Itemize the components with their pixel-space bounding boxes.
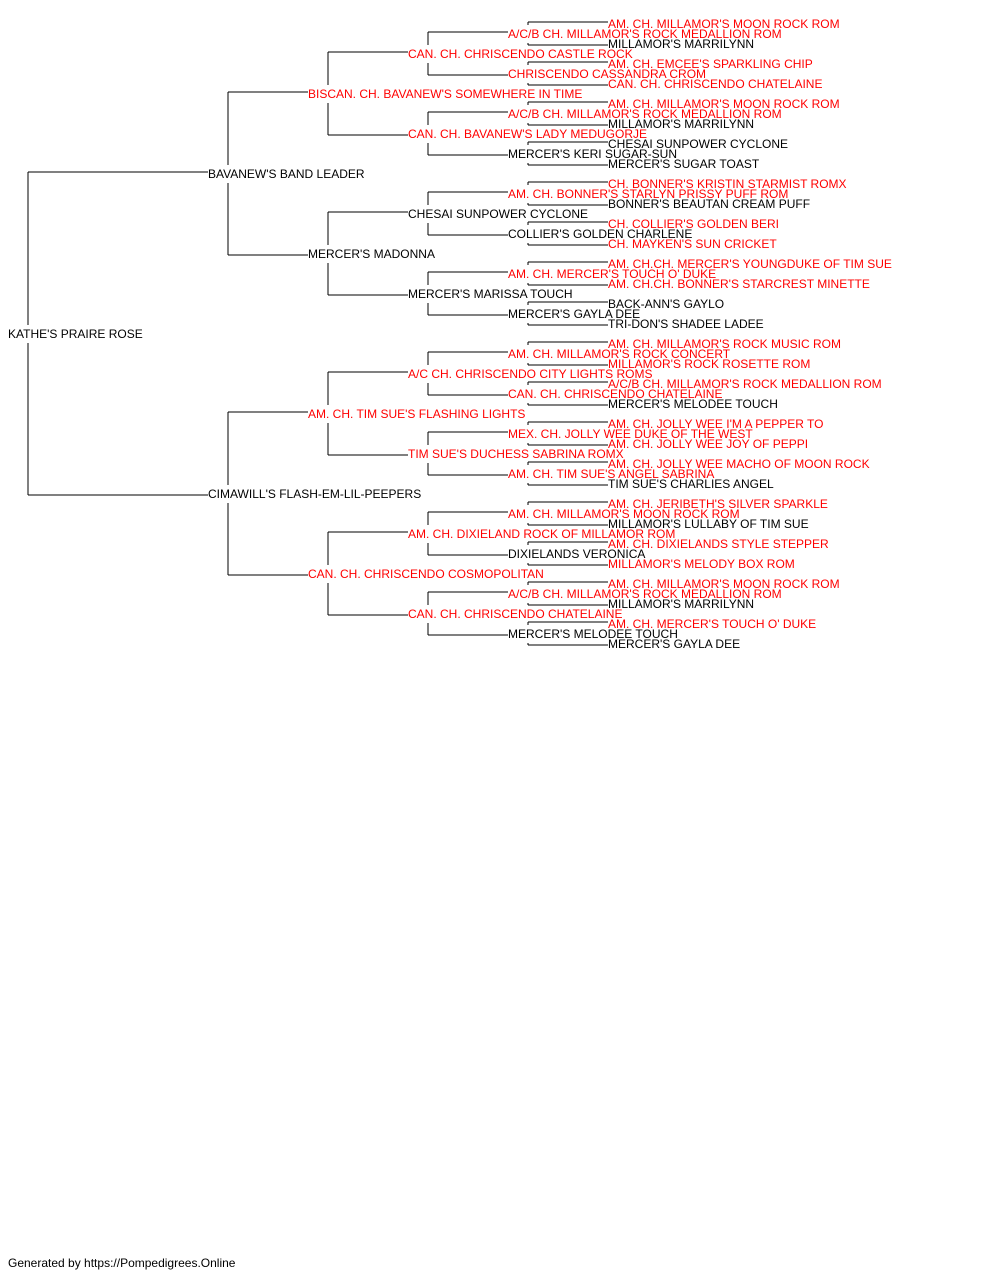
gen5-ancestor-5-name: AM. CH. MILLAMOR'S MOON ROCK ROM	[608, 97, 840, 111]
gen4-ancestor-15-name: A/C/B CH. MILLAMOR'S ROCK MEDALLION ROM	[508, 587, 782, 601]
gen5-ancestor-8-name: MERCER'S SUGAR TOAST	[608, 157, 760, 171]
gen5-ancestor-11-name: CH. COLLIER'S GOLDEN BERI	[608, 217, 779, 231]
gen4-ancestor-8-name: MERCER'S GAYLA DEE	[508, 307, 640, 321]
gen5-ancestor-13-name: AM. CH.CH. MERCER'S YOUNGDUKE OF TIM SUE	[608, 257, 892, 271]
dam-name: CIMAWILL'S FLASH-EM-LIL-PEEPERS	[208, 487, 421, 501]
gen5-ancestor-25-name: AM. CH. JERIBETH'S SILVER SPARKLE	[608, 497, 828, 511]
gen4-ancestor-9-name: AM. CH. MILLAMOR'S ROCK CONCERT	[508, 347, 731, 361]
gen5-ancestor-16-name: TRI-DON'S SHADEE LADEE	[608, 317, 764, 331]
great-grandparent-8-name: CAN. CH. CHRISCENDO CHATELAINE	[408, 607, 622, 621]
pedigree-labels: KATHE'S PRAIRE ROSE BAVANEW'S BAND LEADER…	[8, 17, 892, 651]
subject-name: KATHE'S PRAIRE ROSE	[8, 327, 143, 341]
gen4-ancestor-10-name: CAN. CH. CHRISCENDO CHATELAINE	[508, 387, 722, 401]
grandparent-3-name: AM. CH. TIM SUE'S FLASHING LIGHTS	[308, 407, 525, 421]
footer-credit: Generated by https://Pompedigrees.Online	[8, 1256, 236, 1270]
sire-name: BAVANEW'S BAND LEADER	[208, 167, 365, 181]
great-grandparent-4-name: MERCER'S MARISSA TOUCH	[408, 287, 573, 301]
gen5-ancestor-20-name: MERCER'S MELODEE TOUCH	[608, 397, 778, 411]
gen5-ancestor-6-name: MILLAMOR'S MARRILYNN	[608, 117, 754, 131]
great-grandparent-7-name: AM. CH. DIXIELAND ROCK OF MILLAMOR ROM	[408, 527, 675, 541]
gen4-ancestor-1-name: A/C/B CH. MILLAMOR'S ROCK MEDALLION ROM	[508, 27, 782, 41]
gen5-ancestor-21-name: AM. CH. JOLLY WEE I'M A PEPPER TO	[608, 417, 823, 431]
gen5-ancestor-15-name: BACK-ANN'S GAYLO	[608, 297, 724, 311]
gen5-ancestor-30-name: MILLAMOR'S MARRILYNN	[608, 597, 754, 611]
gen5-ancestor-9-name: CH. BONNER'S KRISTIN STARMIST ROMX	[608, 177, 847, 191]
gen4-ancestor-3-name: A/C/B CH. MILLAMOR'S ROCK MEDALLION ROM	[508, 107, 782, 121]
gen4-ancestor-12-name: AM. CH. TIM SUE'S ANGEL SABRINA	[508, 467, 714, 481]
gen4-ancestor-14-name: DIXIELANDS VERONICA	[508, 547, 645, 561]
gen5-ancestor-3-name: AM. CH. EMCEE'S SPARKLING CHIP	[608, 57, 813, 71]
gen4-ancestor-4-name: MERCER'S KERI SUGAR-SUN	[508, 147, 677, 161]
gen5-ancestor-26-name: MILLAMOR'S LULLABY OF TIM SUE	[608, 517, 809, 531]
gen4-ancestor-13-name: AM. CH. MILLAMOR'S MOON ROCK ROM	[508, 507, 740, 521]
gen4-ancestor-2-name: CHRISCENDO CASSANDRA CROM	[508, 67, 706, 81]
gen5-ancestor-4-name: CAN. CH. CHRISCENDO CHATELAINE	[608, 77, 822, 91]
grandparent-2-name: MERCER'S MADONNA	[308, 247, 435, 261]
gen5-ancestor-12-name: CH. MAYKEN'S SUN CRICKET	[608, 237, 777, 251]
gen5-ancestor-10-name: BONNER'S BEAUTAN CREAM PUFF	[608, 197, 810, 211]
gen5-ancestor-1-name: AM. CH. MILLAMOR'S MOON ROCK ROM	[608, 17, 840, 31]
gen5-ancestor-23-name: AM. CH. JOLLY WEE MACHO OF MOON ROCK	[608, 457, 870, 471]
gen5-ancestor-19-name: A/C/B CH. MILLAMOR'S ROCK MEDALLION ROM	[608, 377, 882, 391]
gen4-ancestor-5-name: AM. CH. BONNER'S STARLYN PRISSY PUFF ROM	[508, 187, 788, 201]
gen4-ancestor-11-name: MEX. CH. JOLLY WEE DUKE OF THE WEST	[508, 427, 753, 441]
grandparent-1-name: BISCAN. CH. BAVANEW'S SOMEWHERE IN TIME	[308, 87, 582, 101]
gen5-ancestor-14-name: AM. CH.CH. BONNER'S STARCREST MINETTE	[608, 277, 870, 291]
great-grandparent-3-name: CHESAI SUNPOWER CYCLONE	[408, 207, 588, 221]
gen5-ancestor-32-name: MERCER'S GAYLA DEE	[608, 637, 740, 651]
gen4-ancestor-16-name: MERCER'S MELODEE TOUCH	[508, 627, 678, 641]
gen5-ancestor-28-name: MILLAMOR'S MELODY BOX ROM	[608, 557, 795, 571]
gen5-ancestor-24-name: TIM SUE'S CHARLIES ANGEL	[608, 477, 774, 491]
gen5-ancestor-18-name: MILLAMOR'S ROCK ROSETTE ROM	[608, 357, 810, 371]
gen4-ancestor-6-name: COLLIER'S GOLDEN CHARLENE	[508, 227, 692, 241]
great-grandparent-6-name: TIM SUE'S DUCHESS SABRINA ROMX	[408, 447, 624, 461]
pedigree-connector-lines	[27, 21, 608, 646]
gen4-ancestor-7-name: AM. CH. MERCER'S TOUCH O' DUKE	[508, 267, 716, 281]
grandparent-4-name: CAN. CH. CHRISCENDO COSMOPOLITAN	[308, 567, 544, 581]
great-grandparent-2-name: CAN. CH. BAVANEW'S LADY MEDUGORJE	[408, 127, 647, 141]
gen5-ancestor-31-name: AM. CH. MERCER'S TOUCH O' DUKE	[608, 617, 816, 631]
gen5-ancestor-29-name: AM. CH. MILLAMOR'S MOON ROCK ROM	[608, 577, 840, 591]
gen5-ancestor-27-name: AM. CH. DIXIELANDS STYLE STEPPER	[608, 537, 829, 551]
gen5-ancestor-17-name: AM. CH. MILLAMOR'S ROCK MUSIC ROM	[608, 337, 841, 351]
gen5-ancestor-2-name: MILLAMOR'S MARRILYNN	[608, 37, 754, 51]
great-grandparent-5-name: A/C CH. CHRISCENDO CITY LIGHTS ROMS	[408, 367, 652, 381]
gen5-ancestor-22-name: AM. CH. JOLLY WEE JOY OF PEPPI	[608, 437, 808, 451]
gen5-ancestor-7-name: CHESAI SUNPOWER CYCLONE	[608, 137, 788, 151]
great-grandparent-1-name: CAN. CH. CHRISCENDO CASTLE ROCK	[408, 47, 633, 61]
